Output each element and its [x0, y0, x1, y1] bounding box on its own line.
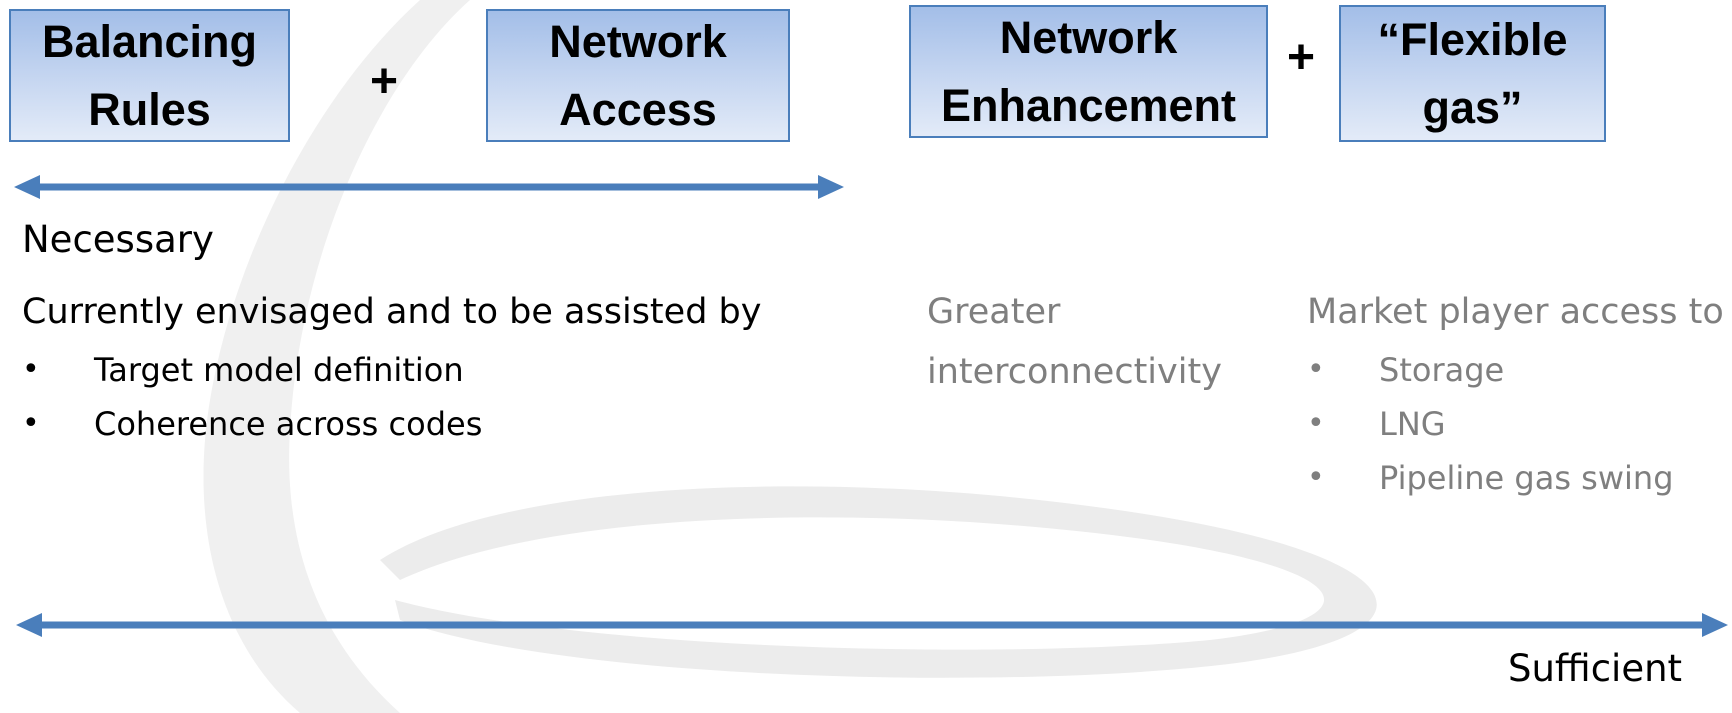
necessary-bullet-list: • Target model definition • Coherence ac… [22, 343, 482, 451]
list-item: • Storage [1307, 343, 1674, 397]
enhancement-text-line1: Greater [927, 292, 1061, 332]
list-item-text: Target model definition [94, 351, 464, 389]
bullet-glyph: • [1307, 406, 1325, 441]
list-item: • Target model definition [22, 343, 482, 397]
bullet-glyph: • [22, 406, 40, 441]
plus-sign-right: + [1287, 31, 1316, 84]
necessary-label: Necessary [22, 218, 214, 261]
box-network-enhancement: Network Enhancement [909, 5, 1268, 138]
list-item-text: Storage [1379, 351, 1505, 389]
box-balancing-rules: Balancing Rules [9, 9, 290, 142]
box-flexible-gas: “Flexible gas” [1339, 5, 1606, 142]
bullet-glyph: • [1307, 460, 1325, 495]
list-item-text: LNG [1379, 405, 1446, 443]
sufficient-label: Sufficient [1508, 647, 1683, 690]
flexible-intro: Market player access to [1307, 292, 1724, 332]
flexible-bullet-list: • Storage • LNG • Pipeline gas swing [1307, 343, 1674, 505]
list-item-text: Pipeline gas swing [1379, 459, 1674, 497]
enhancement-text-line2: interconnectivity [927, 352, 1222, 392]
list-item: • Pipeline gas swing [1307, 451, 1674, 505]
bullet-glyph: • [22, 352, 40, 387]
list-item: • Coherence across codes [22, 397, 482, 451]
sufficient-range-arrow [16, 613, 1728, 637]
bullet-glyph: • [1307, 352, 1325, 387]
necessary-intro: Currently envisaged and to be assisted b… [22, 292, 762, 332]
necessary-range-arrow [14, 175, 844, 199]
watermark-swoosh-ellipse [380, 486, 1377, 678]
plus-sign-left: + [370, 55, 399, 108]
watermark-swoosh-vertical [203, 0, 470, 713]
list-item: • LNG [1307, 397, 1674, 451]
list-item-text: Coherence across codes [94, 405, 483, 443]
box-network-access: Network Access [486, 9, 790, 142]
